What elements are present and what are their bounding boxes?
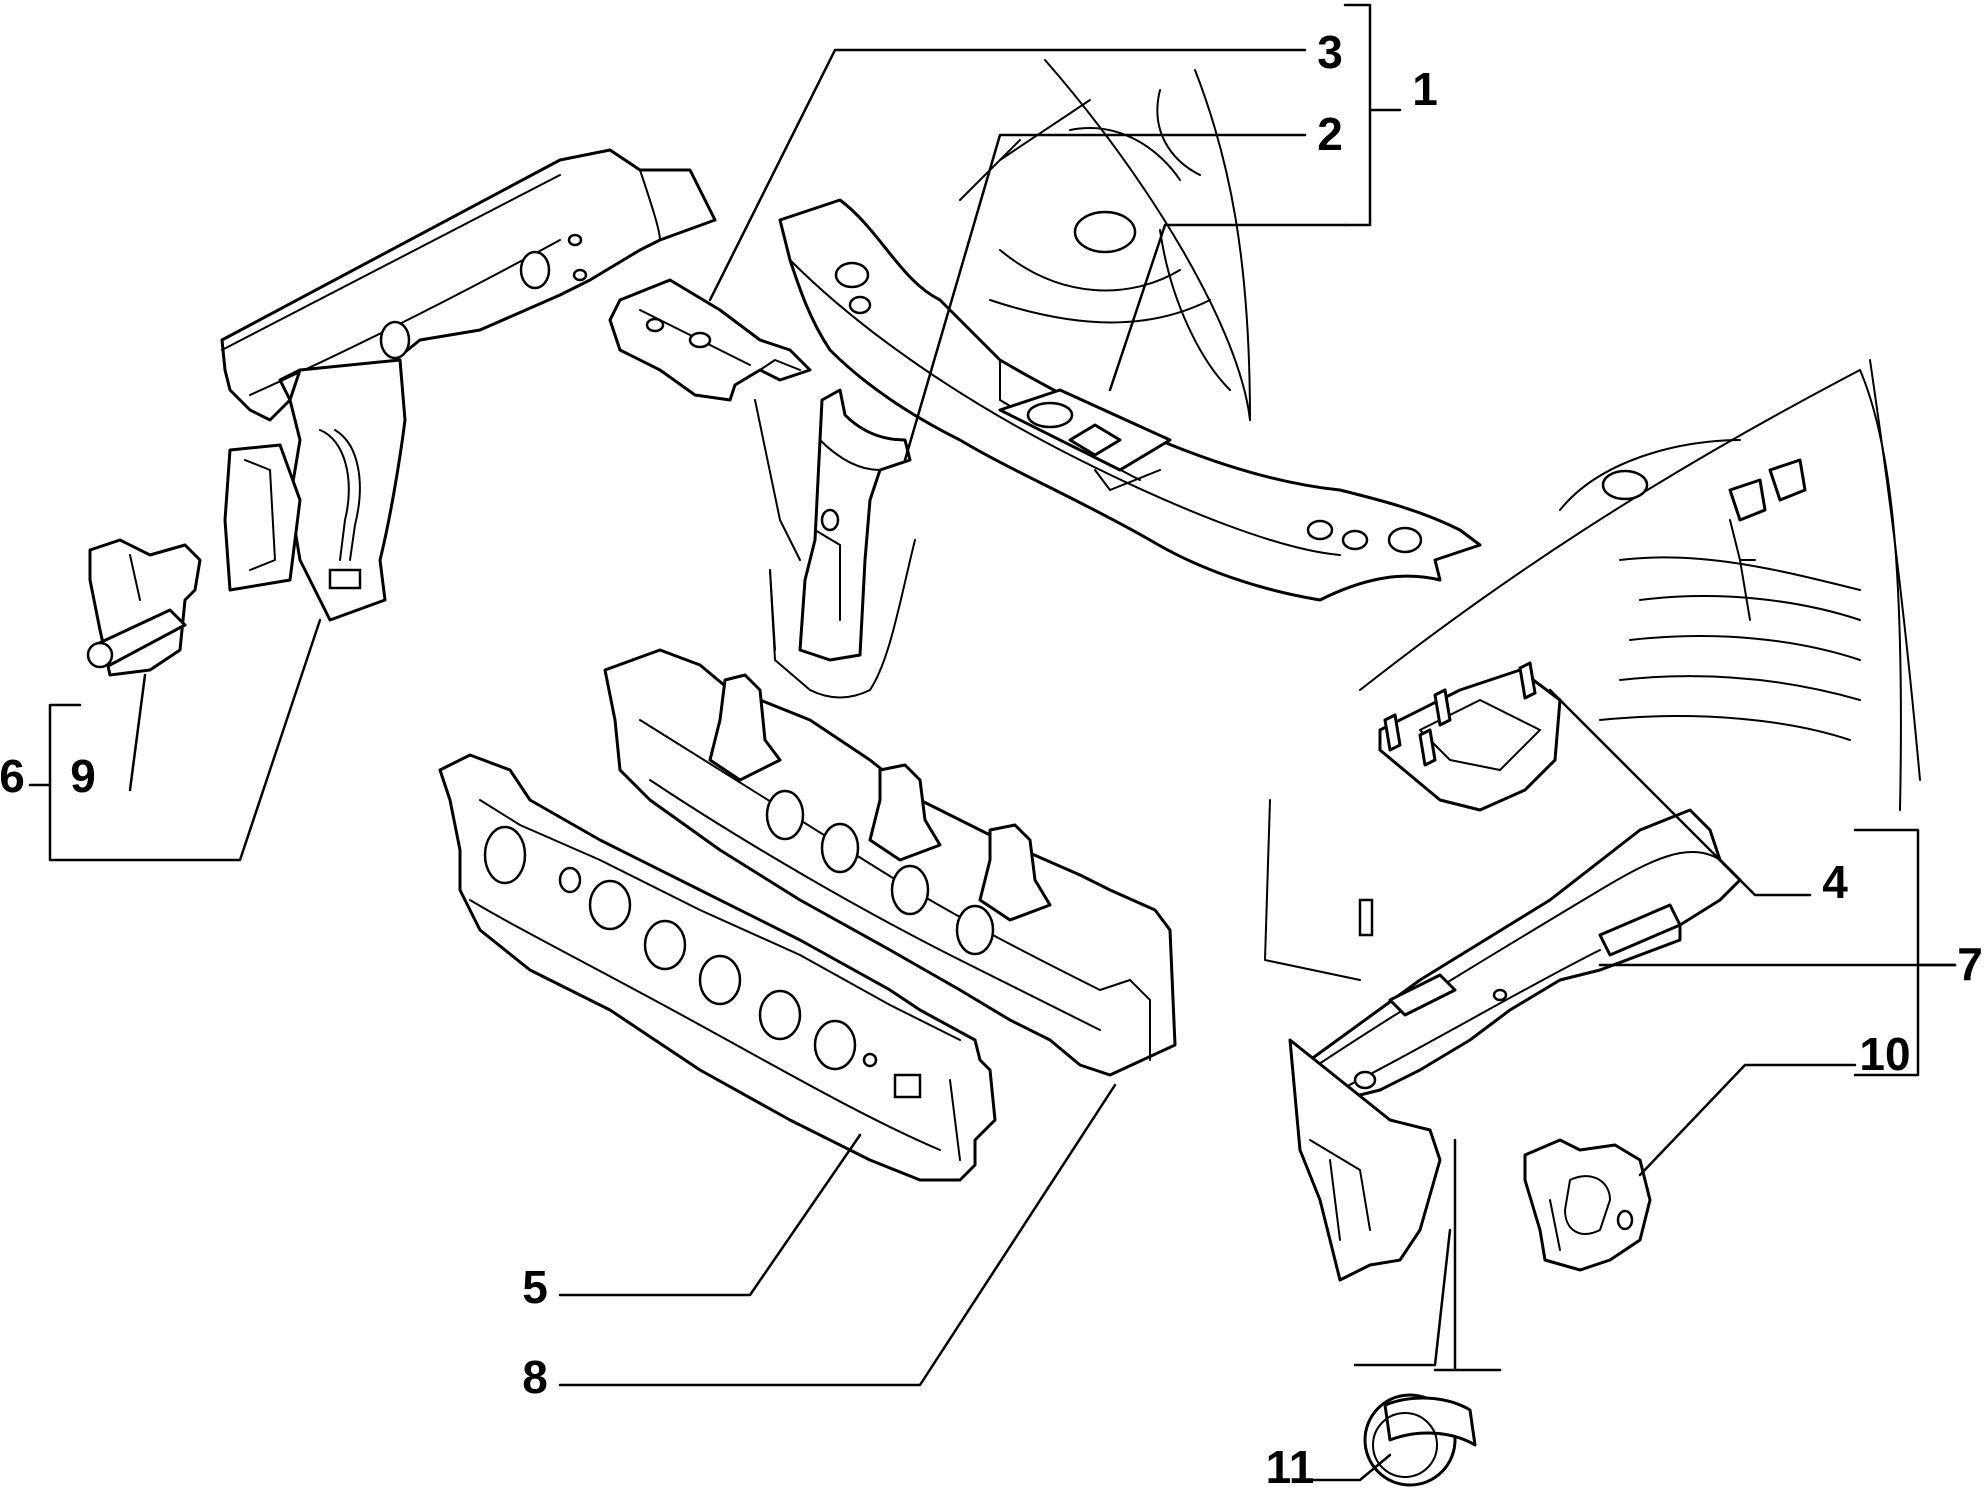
part-6-left-side-rail [220,148,717,622]
part-3-front-bracket [608,278,916,699]
callout-10: 10 [1859,1028,1910,1080]
leader-1 [1108,223,1347,392]
callout-2: 2 [1317,108,1343,160]
body-shell-context-right [1264,359,1921,981]
leader-10 [1638,1063,1857,1177]
part-8-rear-cross-member [603,648,1177,1077]
callout-1: 1 [1412,63,1438,115]
body-shell-context-top [959,59,1251,421]
callout-7: 7 [1957,938,1983,990]
part-9-pin-bracket [86,538,202,677]
part-7-right-side-rail [1288,808,1742,1282]
part-2-vertical-bracket [798,388,912,662]
part-10-rear-bracket [1523,1138,1652,1272]
leader-2 [903,133,1307,462]
leader-9 [128,673,147,792]
leader-3 [708,48,1307,302]
leader-11 [1308,1453,1392,1482]
leader-lines [28,3,1957,1482]
leader-11b [1433,1138,1502,1372]
callout-labels: 1 2 3 4 5 6 7 8 9 10 11 [0,26,1983,1488]
part-1-upper-cross-member [778,198,1482,602]
bracket-6 [28,618,322,862]
bracket-1 [1343,3,1402,227]
part-5-lower-cross-member [438,753,997,1182]
leader-11a [1353,1228,1452,1367]
callout-9: 9 [70,750,96,802]
part-4-mount-bracket [1378,661,1562,812]
part-11-round-plug [1363,1393,1477,1487]
callout-8: 8 [522,1351,548,1403]
callout-5: 5 [522,1261,548,1313]
leader-5 [558,1133,862,1297]
callout-6: 6 [0,750,25,802]
callout-3: 3 [1317,26,1343,78]
leader-8 [558,1083,1117,1387]
callout-11: 11 [1266,1441,1315,1488]
leader-4 [1548,688,1812,897]
callout-4: 4 [1822,856,1848,908]
